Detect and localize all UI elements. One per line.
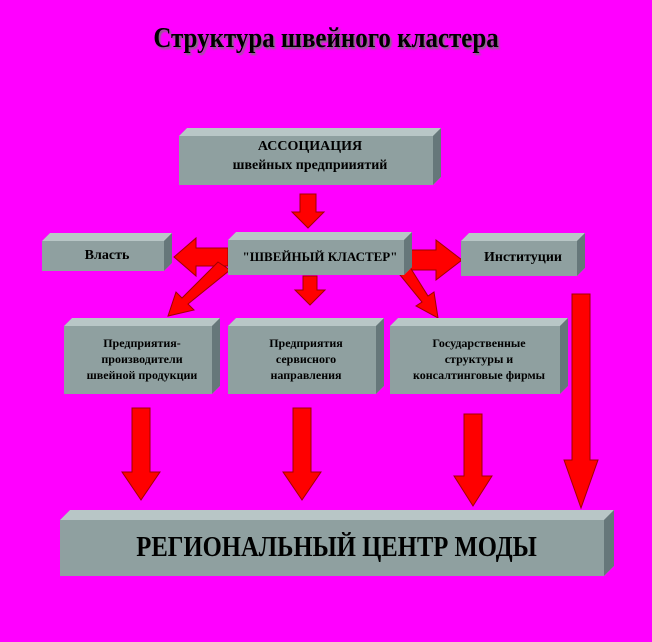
producers-line-1: Предприятия-	[103, 335, 181, 350]
service-line-1: Предприятия	[269, 335, 343, 350]
institutions-label: Институции	[483, 250, 562, 266]
center-label: РЕГИОНАЛЬНЫЙ ЦЕНТР МОДЫ	[136, 532, 538, 564]
arrow-association-to-cluster	[290, 193, 326, 229]
government-line-2: структуры и	[444, 351, 514, 366]
regional-fashion-center-box: РЕГИОНАЛЬНЫЙ ЦЕНТР МОДЫ	[60, 510, 614, 576]
institutions-box: Институции	[461, 233, 585, 276]
vlast-label: Власть	[84, 247, 130, 263]
association-box: АССОЦИАЦИЯ швейных предприиятий	[179, 128, 441, 185]
association-line-2: швейных предприиятий	[232, 157, 388, 173]
cluster-label: "ШВЕЙНЫЙ КЛАСТЕР"	[242, 248, 398, 264]
vlast-box: Власть	[42, 233, 172, 271]
producers-line-2: производители	[101, 351, 183, 366]
arrow-cluster-to-service	[293, 275, 327, 306]
government-line-3: консалтинговые фирмы	[413, 368, 545, 383]
producers-box: Предприятия- производители швейной проду…	[64, 318, 220, 394]
arrow-government-to-center	[453, 413, 493, 507]
arrow-institutions-to-center	[563, 293, 599, 510]
arrow-cluster-to-government	[395, 263, 439, 319]
diagram-title: Структура швейного кластера	[153, 22, 499, 54]
arrow-cluster-to-producers	[167, 261, 231, 317]
cluster-box: "ШВЕЙНЫЙ КЛАСТЕР"	[228, 232, 412, 275]
government-box: Государственные структуры и консалтингов…	[390, 318, 568, 394]
service-line-2: сервисного	[275, 351, 337, 366]
service-line-3: направления	[270, 368, 342, 383]
service-box: Предприятия сервисного направления	[228, 318, 384, 394]
arrow-producers-to-center	[121, 407, 161, 501]
association-line-1: АССОЦИАЦИЯ	[257, 138, 363, 154]
government-line-1: Государственные	[432, 335, 526, 350]
producers-line-3: швейной продукции	[86, 368, 198, 383]
arrow-service-to-center	[282, 407, 322, 501]
